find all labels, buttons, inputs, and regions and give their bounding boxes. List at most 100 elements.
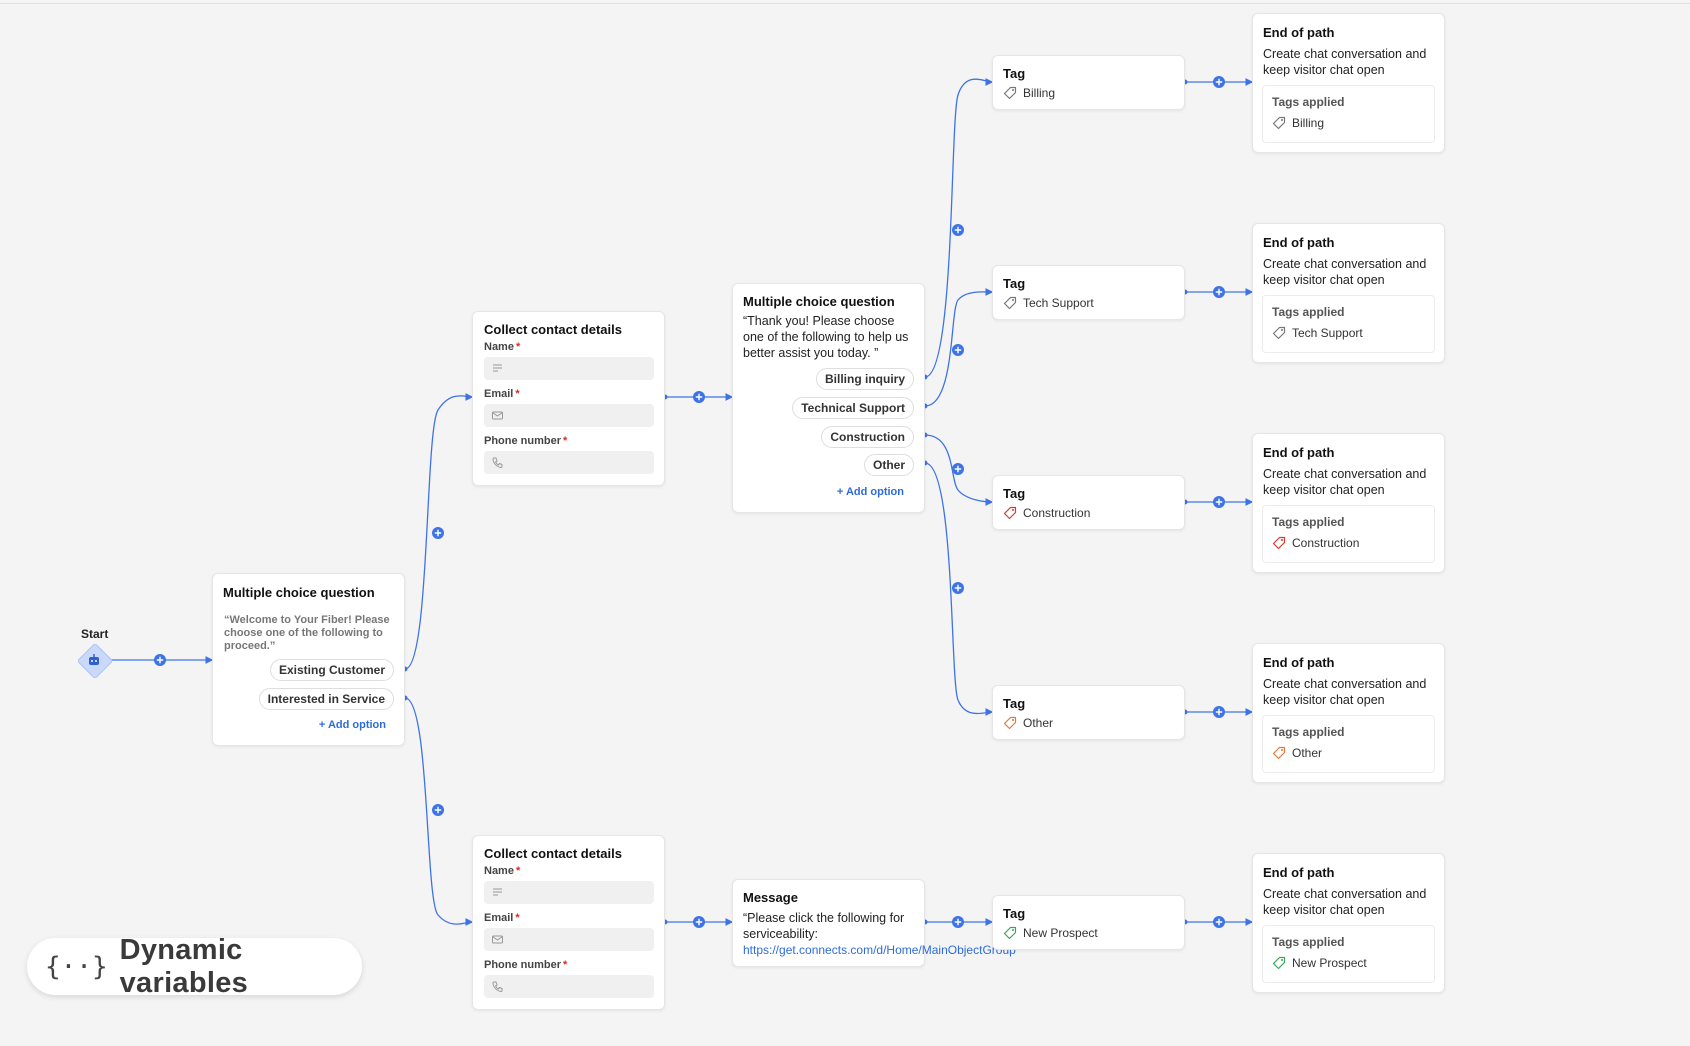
tag-icon <box>1003 86 1017 100</box>
option-interested-in-service[interactable]: Interested in Service <box>258 688 394 710</box>
tag-node-tech-support[interactable]: Tag Tech Support <box>992 265 1185 320</box>
text-lines-icon <box>493 364 502 372</box>
end-of-path-node-tech-support[interactable]: End of path Create chat conversation and… <box>1252 223 1445 363</box>
tags-applied-box: Tags applied Billing <box>1262 85 1435 143</box>
end-of-path-node-construction[interactable]: End of path Create chat conversation and… <box>1252 433 1445 573</box>
tags-applied-label: Tags applied <box>1272 95 1345 109</box>
curly-braces-icon: {··} <box>45 951 108 982</box>
field-label-text: Phone number <box>484 435 562 447</box>
option-technical-support[interactable]: Technical Support <box>792 397 914 419</box>
tag-icon <box>1272 326 1286 340</box>
message-link[interactable]: https://get.connects.com/d/Home/MainObje… <box>743 943 1016 957</box>
field-label-text: Phone number <box>484 959 562 971</box>
name-field[interactable] <box>484 881 654 904</box>
node-text: “Welcome to Your Fiber! Please choose on… <box>224 614 390 652</box>
field-label-name: Name* <box>484 865 520 877</box>
tag-value: New Prospect <box>1003 926 1098 940</box>
tag-label: New Prospect <box>1292 956 1367 970</box>
mail-icon <box>492 411 503 420</box>
tag-label: Other <box>1292 746 1323 760</box>
node-title: Multiple choice question <box>743 294 895 309</box>
field-label-email: Email* <box>484 912 520 924</box>
node-text: “Thank you! Please choose one of the fol… <box>743 314 909 360</box>
tags-applied-label: Tags applied <box>1272 305 1345 319</box>
tag-label: Billing <box>1292 116 1325 130</box>
tag-value: Construction <box>1003 506 1090 520</box>
end-text: Create chat conversation and keep visito… <box>1263 47 1427 77</box>
tags-applied-label: Tags applied <box>1272 935 1345 949</box>
tags-applied-box: Tags applied Other <box>1262 715 1435 773</box>
phone-field[interactable] <box>484 975 654 998</box>
node-title: End of path <box>1263 25 1335 40</box>
tag-label: Construction <box>1023 506 1091 520</box>
option-construction[interactable]: Construction <box>821 426 914 448</box>
field-label-phone: Phone number* <box>484 959 567 971</box>
node-title: End of path <box>1263 865 1335 880</box>
message-node[interactable]: Message “Please click the following for … <box>732 879 1016 967</box>
end-text: Create chat conversation and keep visito… <box>1263 677 1427 707</box>
bot-icon <box>89 654 99 665</box>
option-billing-inquiry[interactable]: Billing inquiry <box>816 368 914 390</box>
tag-node-construction[interactable]: Tag Construction <box>992 475 1185 530</box>
required-mark: * <box>515 341 521 353</box>
tags-applied-box: Tags applied Construction <box>1262 505 1435 563</box>
mcq-node-welcome[interactable]: Multiple choice question “Welcome to You… <box>212 573 405 746</box>
email-field[interactable] <box>484 404 654 427</box>
tag-icon <box>1003 506 1017 520</box>
collect-contact-node-2[interactable]: Collect contact details Name* Email* Pho… <box>472 835 665 1010</box>
applied-tag: Construction <box>1272 536 1359 550</box>
applied-tag: New Prospect <box>1272 956 1367 970</box>
end-of-path-node-billing[interactable]: End of path Create chat conversation and… <box>1252 13 1445 153</box>
end-text: Create chat conversation and keep visito… <box>1263 257 1427 287</box>
tag-label: Tech Support <box>1292 326 1363 340</box>
tag-label: Construction <box>1292 536 1360 550</box>
tag-icon <box>1003 296 1017 310</box>
add-option-button[interactable]: + Add option <box>318 719 386 731</box>
applied-tag: Tech Support <box>1272 326 1363 340</box>
tag-icon <box>1272 746 1286 760</box>
applied-tag: Other <box>1272 746 1322 760</box>
tag-label: New Prospect <box>1023 926 1098 940</box>
applied-tag: Billing <box>1272 116 1324 130</box>
dynamic-variables-button[interactable]: {··} Dynamic variables <box>27 934 362 999</box>
tags-applied-label: Tags applied <box>1272 515 1345 529</box>
message-text: “Please click the following for servicea… <box>743 911 905 941</box>
tags-applied-box: Tags applied New Prospect <box>1262 925 1435 983</box>
field-label-name: Name* <box>484 341 520 353</box>
tags-applied-label: Tags applied <box>1272 725 1345 739</box>
end-of-path-node-new-prospect[interactable]: End of path Create chat conversation and… <box>1252 853 1445 993</box>
tag-icon <box>1272 956 1286 970</box>
email-field[interactable] <box>484 928 654 951</box>
collect-contact-node-1[interactable]: Collect contact details Name* Email* Pho… <box>472 311 665 486</box>
tags-applied-box: Tags applied Tech Support <box>1262 295 1435 353</box>
node-title: Tag <box>1003 66 1026 81</box>
tag-label: Tech Support <box>1023 296 1094 310</box>
tag-node-billing[interactable]: Tag Billing <box>992 55 1185 110</box>
node-title: End of path <box>1263 445 1335 460</box>
tag-icon <box>1003 926 1017 940</box>
node-title: Tag <box>1003 696 1026 711</box>
tag-icon <box>1003 716 1017 730</box>
tag-node-new-prospect[interactable]: Tag New Prospect <box>992 895 1185 950</box>
node-title: Tag <box>1003 906 1026 921</box>
option-existing-customer[interactable]: Existing Customer <box>269 659 394 681</box>
tag-icon <box>1272 536 1286 550</box>
tag-value: Other <box>1003 716 1053 730</box>
node-title: End of path <box>1263 655 1335 670</box>
phone-field[interactable] <box>484 451 654 474</box>
node-title: Multiple choice question <box>223 585 375 600</box>
tag-icon <box>1272 116 1286 130</box>
add-option-button[interactable]: + Add option <box>836 486 904 498</box>
tag-node-other[interactable]: Tag Other <box>992 685 1185 740</box>
end-of-path-node-other[interactable]: End of path Create chat conversation and… <box>1252 643 1445 783</box>
end-text: Create chat conversation and keep visito… <box>1263 467 1427 497</box>
option-other[interactable]: Other <box>863 454 914 476</box>
mcq-node-support[interactable]: Multiple choice question “Thank you! Ple… <box>732 283 925 513</box>
tag-value: Billing <box>1003 86 1055 100</box>
dynamic-variables-label: Dynamic variables <box>119 933 249 999</box>
node-title: Collect contact details <box>484 322 622 337</box>
name-field[interactable] <box>484 357 654 380</box>
mail-icon <box>492 935 503 944</box>
field-label-text: Name <box>484 341 514 353</box>
